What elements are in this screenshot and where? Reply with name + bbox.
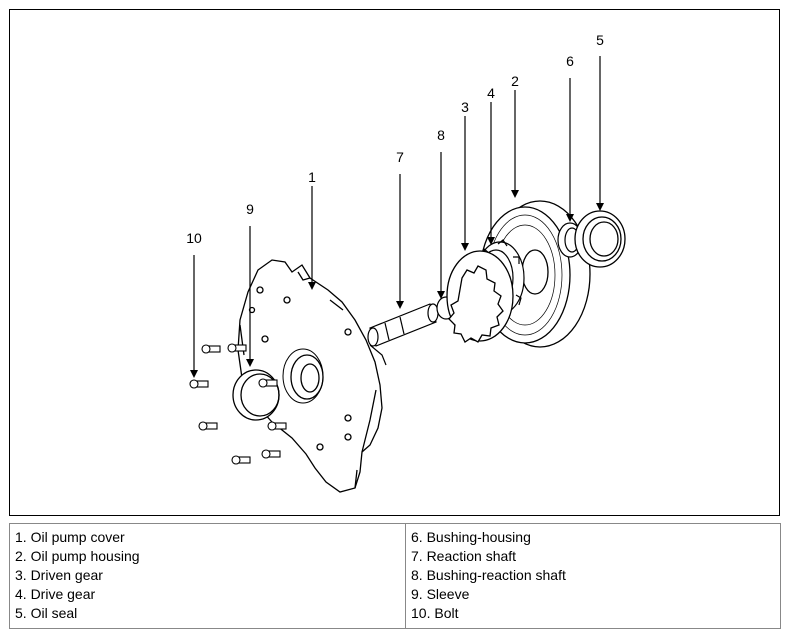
oil-pump-exploded-diagram: 1 2 3 4 5 6 7 8 9 10: [186, 32, 626, 493]
callout-9: 9: [246, 201, 254, 217]
legend-item: 5. Oil seal: [15, 605, 78, 621]
sleeve-part: [232, 369, 280, 421]
callout-8: 8: [437, 127, 445, 143]
oil-seal-part: [574, 210, 626, 268]
exploded-view-figure: 1 2 3 4 5 6 7 8 9 10: [9, 9, 780, 516]
bolts-part: [189, 343, 287, 465]
callout-1: 1: [308, 169, 316, 185]
callout-7: 7: [396, 149, 404, 165]
driven-gear-part: [446, 250, 514, 343]
reaction-shaft-part: [367, 303, 439, 366]
callout-10: 10: [186, 230, 202, 246]
callout-5: 5: [596, 32, 604, 48]
legend-item: 6. Bushing-housing: [411, 529, 531, 545]
legend-item: 3. Driven gear: [15, 567, 103, 583]
callout-2: 2: [511, 73, 519, 89]
callout-6: 6: [566, 53, 574, 69]
legend-column-right: 6. Bushing-housing 7. Reaction shaft 8. …: [405, 523, 781, 629]
legend-item: 8. Bushing-reaction shaft: [411, 567, 566, 583]
callout-4: 4: [487, 85, 495, 101]
legend-item: 1. Oil pump cover: [15, 529, 125, 545]
legend-item: 2. Oil pump housing: [15, 548, 140, 564]
legend-column-left: 1. Oil pump cover 2. Oil pump housing 3.…: [9, 523, 406, 629]
leader-lines: [190, 56, 604, 378]
legend-item: 9. Sleeve: [411, 586, 470, 602]
callout-3: 3: [461, 99, 469, 115]
oil-pump-cover-part: [237, 259, 383, 493]
legend-item: 10. Bolt: [411, 605, 459, 621]
legend-item: 4. Drive gear: [15, 586, 96, 602]
parts-legend-table: 1. Oil pump cover 2. Oil pump housing 3.…: [9, 523, 781, 629]
legend-item: 7. Reaction shaft: [411, 548, 517, 564]
